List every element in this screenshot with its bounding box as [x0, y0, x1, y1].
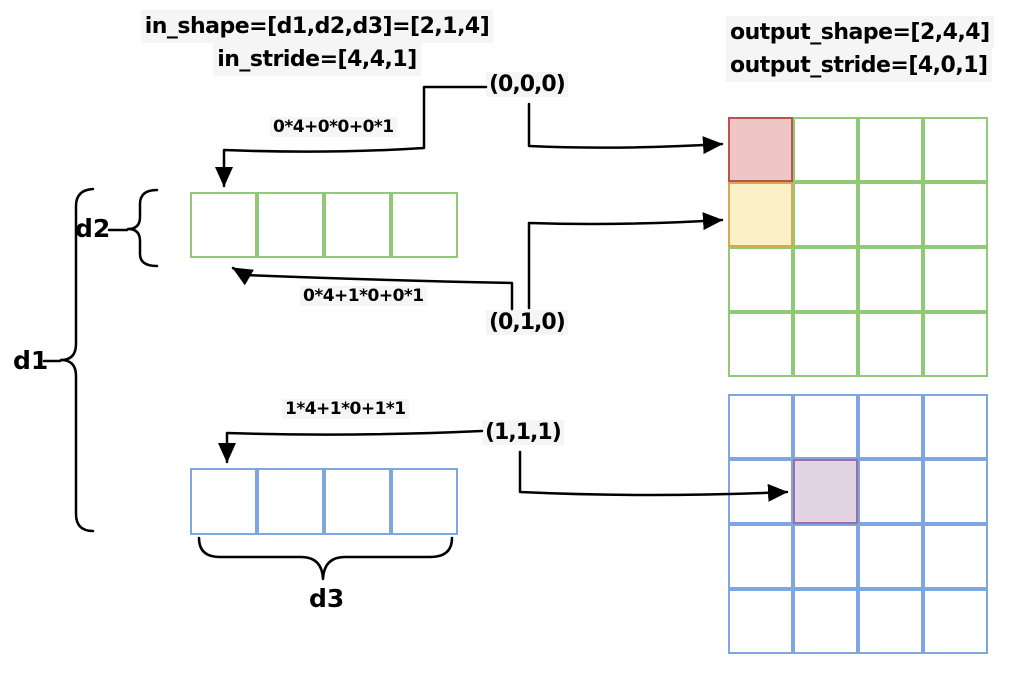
- output-shape-header: output_shape=[2,4,4] output_stride=[4,0,…: [726, 16, 994, 82]
- grid-cell: [923, 589, 988, 654]
- grid-cell-highlight-red: [728, 117, 793, 182]
- grid-cell: [391, 468, 458, 535]
- formula-label-010: 0*4+1*0+0*1: [300, 286, 427, 306]
- grid-cell: [324, 468, 391, 535]
- grid-cell: [858, 247, 923, 312]
- grid-cell: [923, 312, 988, 377]
- dim-label-d3: d3: [306, 584, 348, 613]
- coord-label-111: (1,1,1): [482, 420, 564, 445]
- coord-label-000: (0,0,0): [486, 72, 568, 97]
- grid-cell: [728, 459, 793, 524]
- grid-cell: [858, 589, 923, 654]
- grid-cell: [257, 192, 324, 258]
- in-shape-text: in_shape=[d1,d2,d3]=[2,1,4]: [140, 10, 494, 43]
- grid-cell: [728, 524, 793, 589]
- formula-label-000: 0*4+0*0+0*1: [270, 117, 397, 137]
- dim-label-d2: d2: [72, 214, 114, 243]
- grid-cell: [793, 247, 858, 312]
- grid-cell: [858, 182, 923, 247]
- brace-d2: [126, 188, 159, 268]
- in-stride-text: in_stride=[4,4,1]: [213, 43, 421, 76]
- arrow-010-to-output: [527, 212, 724, 310]
- output-grid-blue: [728, 394, 988, 654]
- input-row-blue: [190, 468, 458, 535]
- input-shape-header: in_shape=[d1,d2,d3]=[2,1,4] in_stride=[4…: [112, 10, 522, 76]
- grid-cell: [728, 247, 793, 312]
- grid-cell: [923, 117, 988, 182]
- grid-cell: [858, 312, 923, 377]
- output-grid-green: [728, 117, 988, 377]
- grid-cell: [793, 394, 858, 459]
- grid-cell-highlight-yellow: [728, 182, 793, 247]
- formula-label-111: 1*4+1*0+1*1: [282, 399, 409, 419]
- grid-cell: [391, 192, 458, 258]
- grid-cell: [793, 117, 858, 182]
- arrow-000-to-output: [527, 102, 724, 155]
- grid-cell: [858, 459, 923, 524]
- grid-cell: [923, 247, 988, 312]
- grid-cell: [923, 459, 988, 524]
- grid-cell: [858, 394, 923, 459]
- grid-cell: [728, 589, 793, 654]
- coord-label-010: (0,1,0): [486, 310, 568, 335]
- arrow-111-to-input: [218, 429, 484, 464]
- grid-cell: [793, 312, 858, 377]
- grid-cell: [793, 524, 858, 589]
- dim-label-d1: d1: [10, 346, 52, 375]
- output-stride-text: output_stride=[4,0,1]: [726, 49, 992, 82]
- input-row-green: [190, 192, 458, 258]
- grid-cell: [923, 394, 988, 459]
- grid-cell: [923, 182, 988, 247]
- grid-cell: [858, 524, 923, 589]
- grid-cell: [858, 117, 923, 182]
- grid-cell: [324, 192, 391, 258]
- grid-cell: [728, 312, 793, 377]
- grid-cell: [923, 524, 988, 589]
- grid-cell: [793, 182, 858, 247]
- brace-d3: [197, 536, 454, 581]
- grid-cell: [190, 192, 257, 258]
- grid-cell: [190, 468, 257, 535]
- grid-cell: [793, 589, 858, 654]
- output-shape-text: output_shape=[2,4,4]: [726, 16, 994, 49]
- grid-cell: [728, 394, 793, 459]
- grid-cell-highlight-purple: [793, 459, 858, 524]
- grid-cell: [257, 468, 324, 535]
